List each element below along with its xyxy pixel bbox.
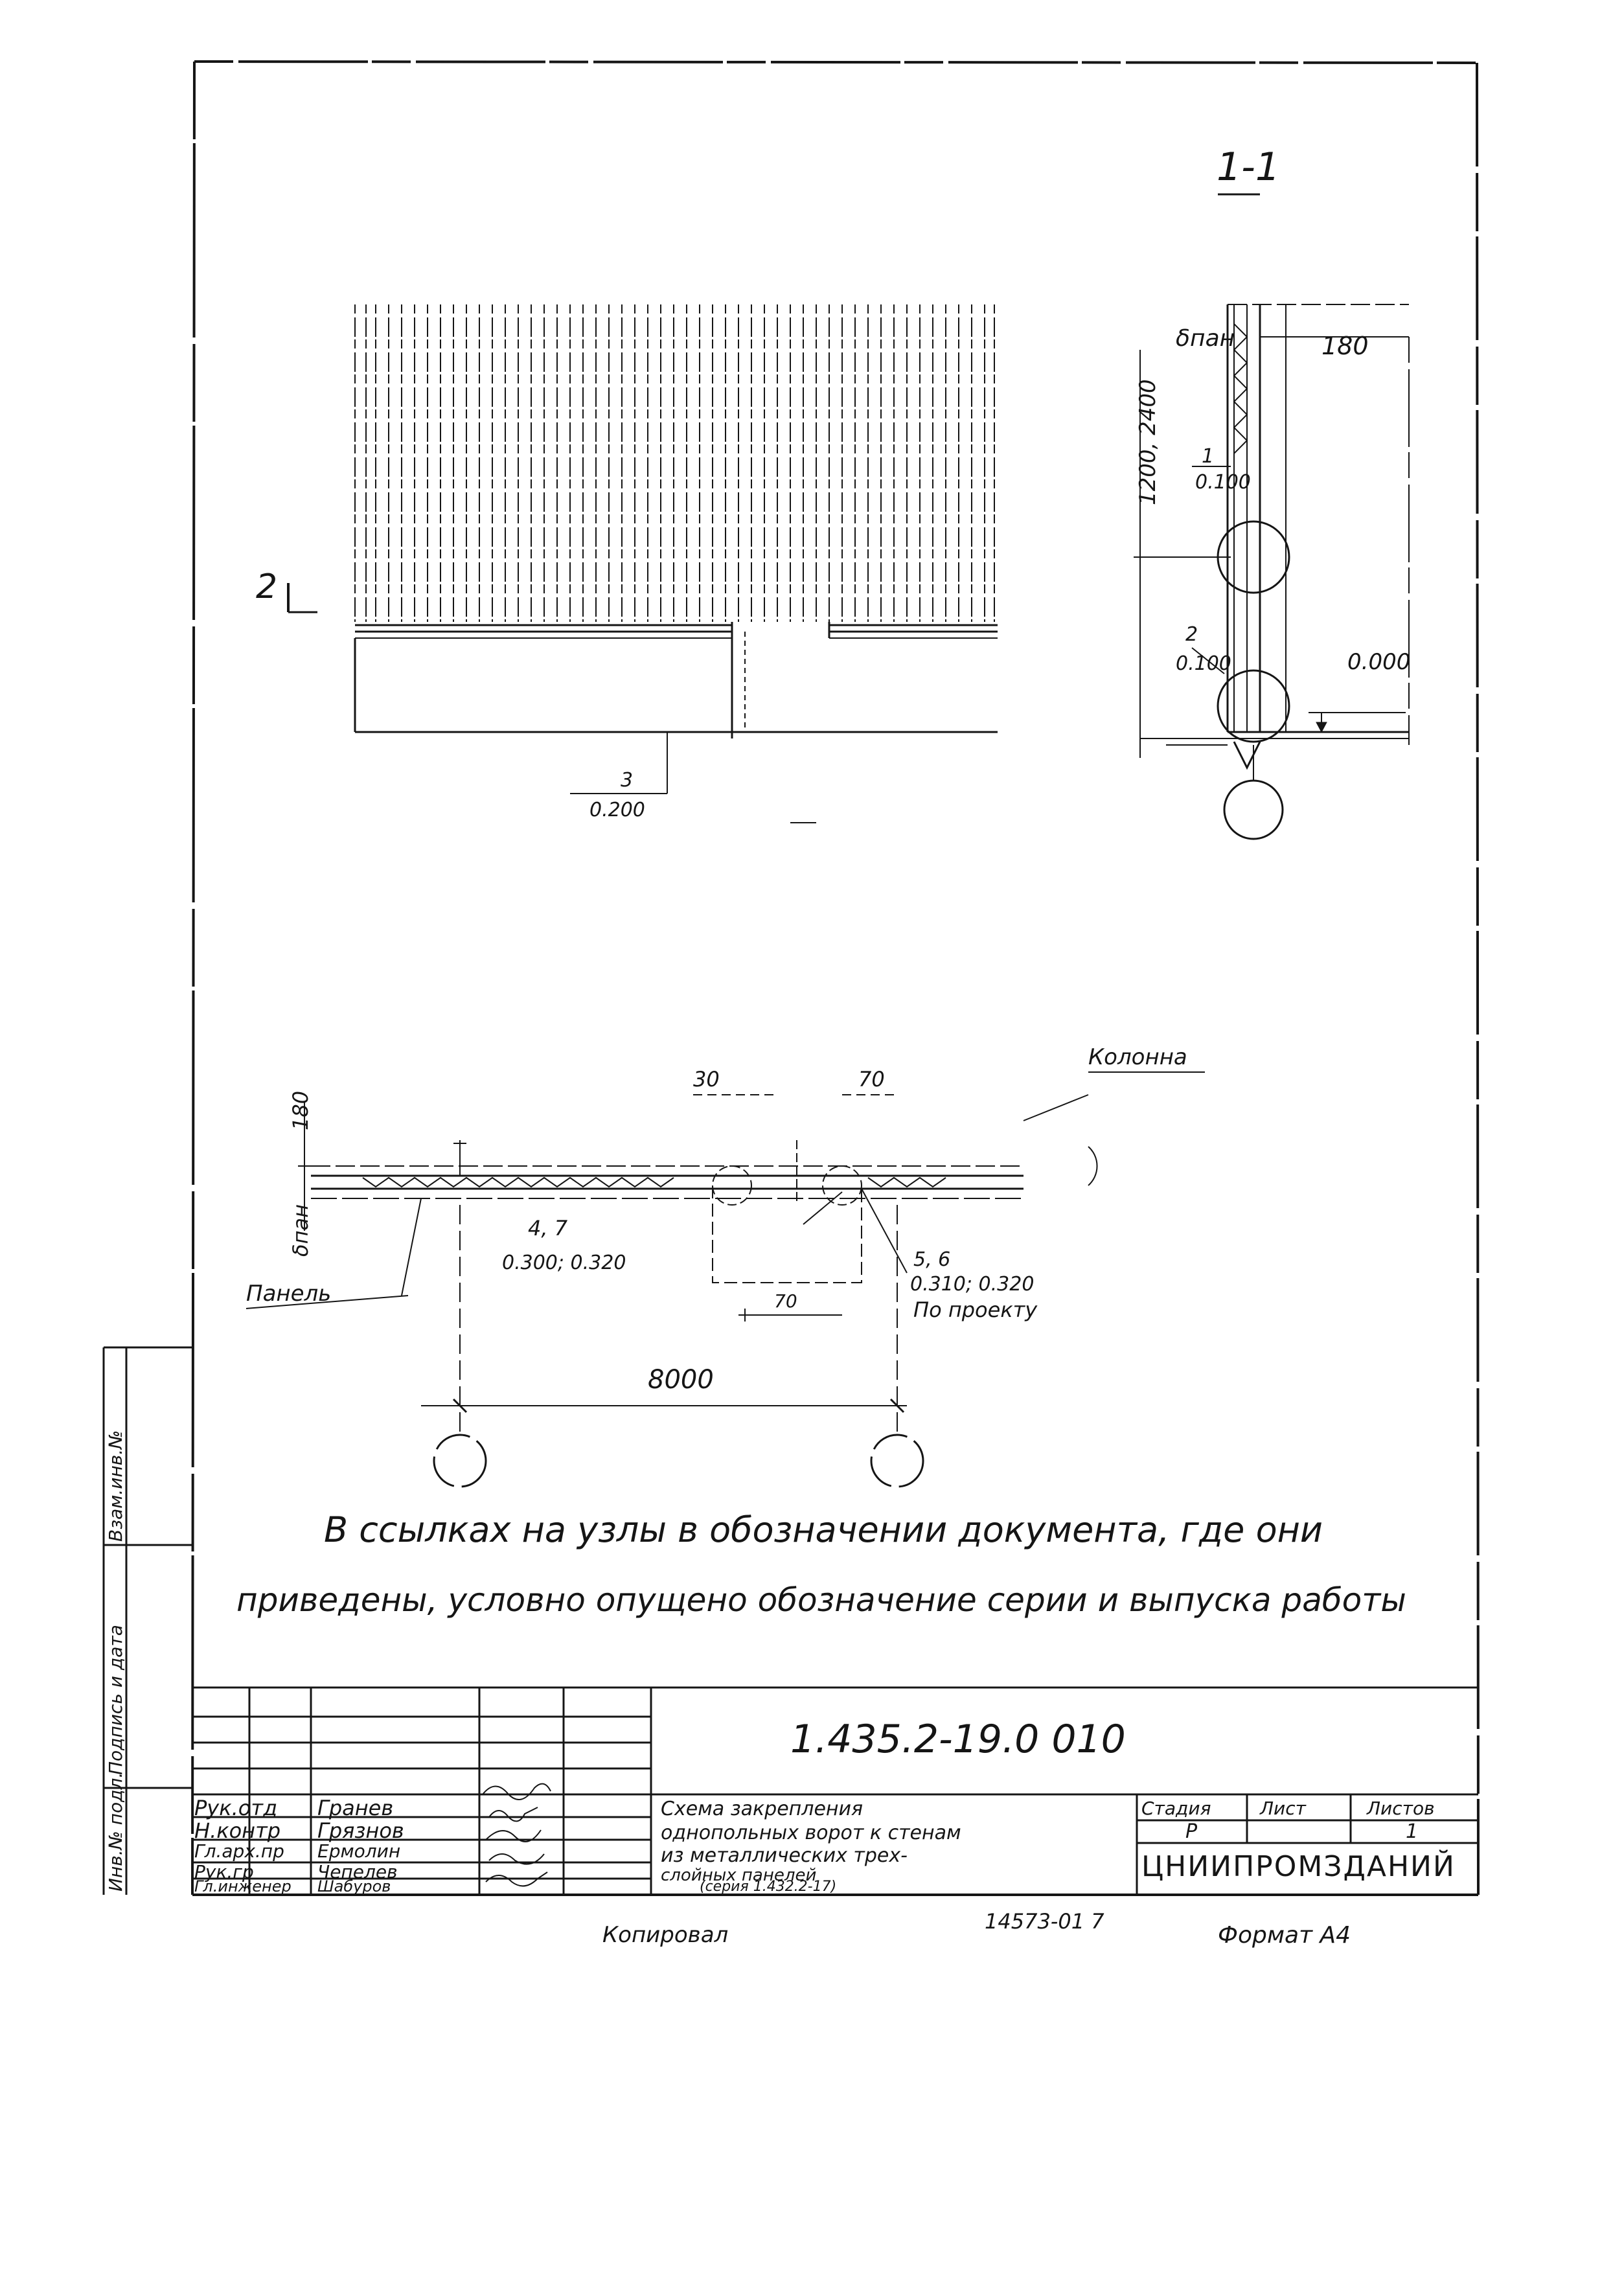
stage-value: Р [1185,1820,1198,1843]
signature-2 [488,1807,538,1822]
role-3: Гл.арх.пр [194,1840,284,1862]
sheets-value: 1 [1406,1820,1419,1843]
signature-5 [485,1871,548,1887]
stage-header: Стадия [1141,1798,1211,1819]
section-level-zero: 0.000 [1347,649,1411,675]
title-block-grid [192,1686,1478,1895]
plan-callout-a-sheet: 0.300; 0.320 [502,1252,626,1274]
section-callout2-number: 2 [1185,623,1198,646]
sheets-header: Листов [1367,1798,1435,1819]
section-callout1-number: 1 [1202,445,1215,468]
organization-name: ЦНИИПРОМЗДАНИЙ [1141,1850,1456,1883]
title-line-3: из металлических трех- [661,1844,908,1867]
signature-3 [485,1829,542,1842]
plan-panel-label: Панель [246,1281,332,1307]
plan-span-8000: 8000 [648,1365,714,1395]
elevation-drawing [287,304,998,823]
section-label: 1-1 [1217,144,1280,190]
role-5: Гл.инженер [194,1877,292,1895]
note-line-2: приведены, условно опущено обозначение с… [236,1581,1406,1619]
order-number: 14573-01 7 [985,1909,1104,1934]
plan-dim-180: 180 [288,1090,313,1130]
signatures [482,1783,551,1887]
section-dim-180: 180 [1321,332,1369,360]
left-stamp-column [102,1346,192,1895]
role-4: Рук.гр [194,1861,254,1882]
plan-callout-b-sheet: 0.310; 0.320 [910,1273,1035,1296]
copied-by: Копировал [602,1922,729,1948]
section-callout1-sheet: 0.100 [1195,471,1251,494]
title-line-5: (серия 1.432.2-17) [700,1879,837,1895]
plan-dim-70: 70 [774,1290,797,1312]
plan-label-30: 30 [693,1067,720,1092]
left-stamp-inv: Инв.№ подл. [105,1772,126,1892]
section-callout2-sheet: 0.100 [1176,652,1231,675]
plan-panel-thickness: δпан [288,1204,313,1257]
name-5: Шабуров [317,1877,391,1895]
section-detail [1134,193,1410,840]
name-1: Гранев [317,1796,394,1820]
left-stamp-replace-inv: Взам.инв.№ [105,1430,126,1542]
plan-callout-b-number: 5, 6 [913,1248,951,1271]
name-4: Чепелев [317,1861,398,1882]
sheet-frame [191,60,1480,1896]
name-2: Грязнов [317,1818,404,1843]
panel-ribs [354,304,995,622]
signature-4 [488,1853,545,1865]
title-line-2: однопольных ворот к стенам [661,1822,961,1844]
plan-by-project: По проекту [913,1298,1038,1322]
plan-detail [246,1071,1205,1488]
sheet-header: Лист [1260,1798,1306,1819]
elevation-callout-number: 3 [621,769,634,792]
section-panel-thickness: δпан [1176,325,1235,352]
left-stamp-signature-date: Подпись и дата [105,1625,126,1775]
signature-1 [482,1783,551,1800]
role-2: Н.контр [194,1818,281,1843]
sheet-format: Формат А4 [1218,1922,1351,1949]
plan-column-label: Колонна [1088,1044,1187,1070]
elevation-callout-sheet: 0.200 [589,799,645,821]
document-code: 1.435.2-19.0 010 [790,1717,1126,1762]
plan-label-70: 70 [858,1067,885,1092]
plan-callout-a-number: 4, 7 [528,1216,568,1241]
name-3: Ермолин [317,1840,401,1862]
note-line-1: В ссылках на узлы в обозначении документ… [324,1509,1323,1550]
role-1: Рук.отд [194,1796,278,1820]
section-dim-2400: 1200, 2400 [1135,379,1161,505]
section-ref-2: 2 [256,567,278,606]
title-line-1: Схема закрепления [661,1798,863,1820]
title-line-4: слойных панелей [661,1866,817,1885]
